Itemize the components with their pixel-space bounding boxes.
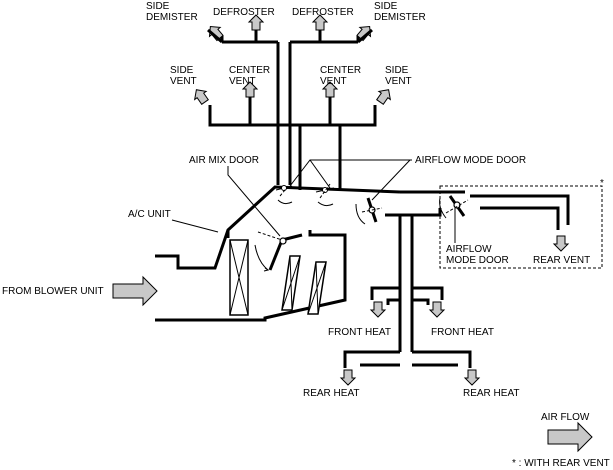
label-footnote: * : WITH REAR VENT	[512, 458, 610, 469]
vent-duct	[208, 95, 377, 190]
air-mix-door	[254, 231, 303, 272]
side-vent-left-arrow	[193, 89, 209, 105]
airflow-mode-doors	[275, 183, 383, 225]
rear-vent-box	[439, 185, 603, 269]
label-ac-unit: A/C UNIT	[128, 209, 171, 220]
label-defroster-left: DEFROSTER	[213, 7, 275, 18]
demister-left-branch	[207, 28, 223, 44]
front-heat-left-arrow	[370, 301, 386, 318]
rear-vent-duct	[385, 190, 570, 230]
rear-vent-arrow	[553, 235, 569, 252]
label-airflow-mode-door: AIRFLOW MODE DOOR	[415, 155, 526, 166]
front-heat-right-arrow	[429, 301, 445, 318]
label-defroster-right: DEFROSTER	[292, 7, 354, 18]
side-vent-right-arrow	[376, 89, 392, 105]
label-front-heat-left: FRONT HEAT	[328, 327, 391, 338]
label-front-heat-right: FRONT HEAT	[431, 327, 494, 338]
heat-duct	[343, 215, 472, 368]
label-air-flow: AIR FLOW	[541, 412, 590, 423]
rear-heat-left-arrow	[340, 369, 356, 386]
airflow-mode-door-leader	[289, 159, 412, 201]
label-asterisk: *	[600, 178, 604, 189]
air-mix-door-leader	[227, 166, 281, 237]
ac-unit-leader	[171, 219, 219, 233]
label-from-blower-unit: FROM BLOWER UNIT	[2, 286, 104, 297]
air-flow-legend-arrow	[547, 421, 593, 453]
label-rear-vent: REAR VENT	[533, 255, 590, 266]
blower-inlet-arrow	[112, 275, 158, 307]
heater-core	[281, 255, 327, 315]
label-rear-heat-right: REAR HEAT	[463, 388, 520, 399]
demister-right-branch	[357, 28, 373, 44]
label-rear-heat-left: REAR HEAT	[303, 388, 360, 399]
rear-heat-right-arrow	[464, 369, 480, 386]
rear-airflow-mode-door	[439, 195, 469, 219]
ac-unit-housing	[155, 185, 401, 322]
label-air-mix-door: AIR MIX DOOR	[189, 155, 259, 166]
